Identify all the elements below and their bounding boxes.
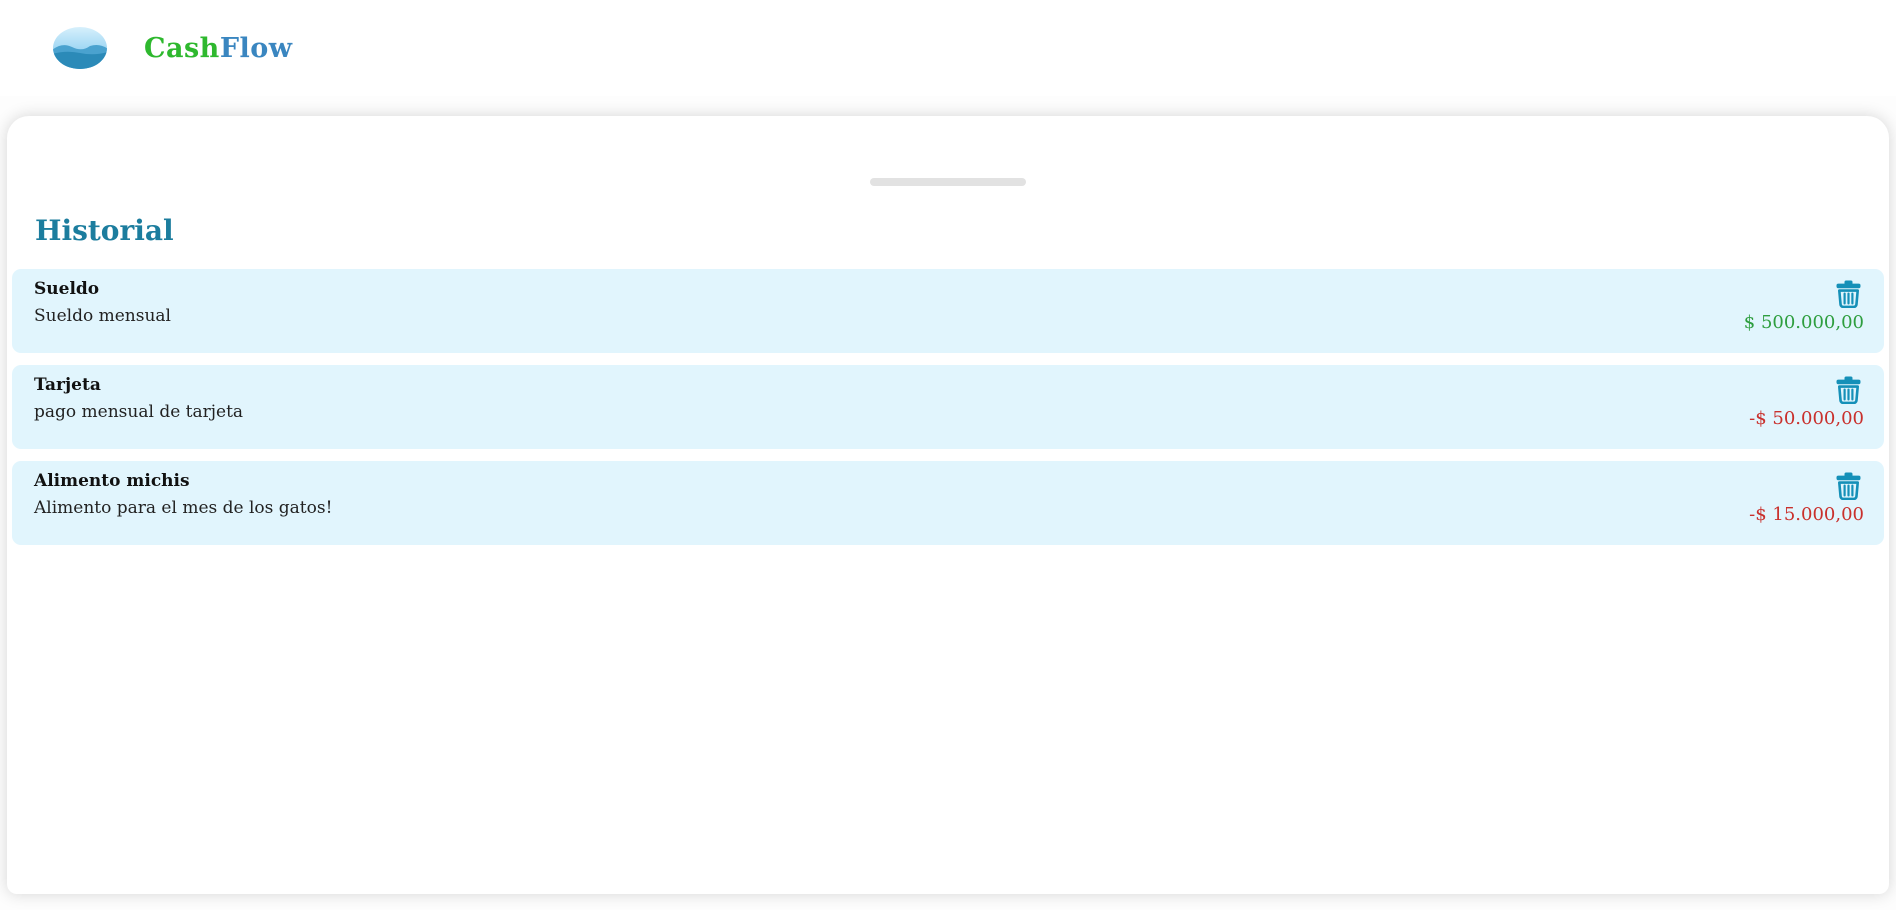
transaction-title: Sueldo	[34, 279, 100, 299]
transaction-actions-group: -$ 15.000,00	[1749, 470, 1864, 535]
transaction-text-group: Tarjeta pago mensual de tarjeta	[34, 374, 243, 439]
transaction-title: Alimento michis	[34, 471, 190, 491]
transaction-title: Tarjeta	[34, 375, 101, 395]
delete-transaction-button[interactable]	[1835, 280, 1862, 309]
trash-icon	[1836, 376, 1861, 405]
transaction-row: Sueldo Sueldo mensual $ 500.000,00	[12, 269, 1884, 353]
transaction-list: Sueldo Sueldo mensual $ 500.000,00 Tarje…	[7, 269, 1889, 545]
delete-transaction-button[interactable]	[1835, 472, 1862, 501]
trash-icon	[1836, 280, 1861, 309]
transaction-description: Sueldo mensual	[34, 305, 171, 326]
trash-icon	[1836, 472, 1861, 501]
drag-handle[interactable]	[870, 178, 1026, 186]
transaction-actions-group: -$ 50.000,00	[1749, 374, 1864, 439]
transaction-text-group: Sueldo Sueldo mensual	[34, 278, 171, 343]
history-title: Historial	[35, 214, 174, 247]
app-header: CashFlow	[0, 0, 1896, 96]
transaction-description: Alimento para el mes de los gatos!	[34, 497, 333, 518]
transaction-amount: -$ 15.000,00	[1749, 504, 1864, 525]
transaction-row: Tarjeta pago mensual de tarjeta -$ 50.00…	[12, 365, 1884, 449]
transaction-amount: $ 500.000,00	[1743, 312, 1864, 333]
transaction-amount: -$ 50.000,00	[1749, 408, 1864, 429]
delete-transaction-button[interactable]	[1835, 376, 1862, 405]
history-sheet: Historial Sueldo Sueldo mensual $ 500.00…	[7, 116, 1889, 894]
transaction-text-group: Alimento michis Alimento para el mes de …	[34, 470, 332, 535]
transaction-actions-group: $ 500.000,00	[1744, 278, 1864, 343]
brand-title: CashFlow	[144, 33, 293, 64]
transaction-row: Alimento michis Alimento para el mes de …	[12, 461, 1884, 545]
transaction-description: pago mensual de tarjeta	[34, 401, 244, 422]
brand-flow: Flow	[219, 32, 293, 64]
brand-cash: Cash	[144, 32, 220, 64]
cashflow-logo-icon	[53, 27, 107, 69]
